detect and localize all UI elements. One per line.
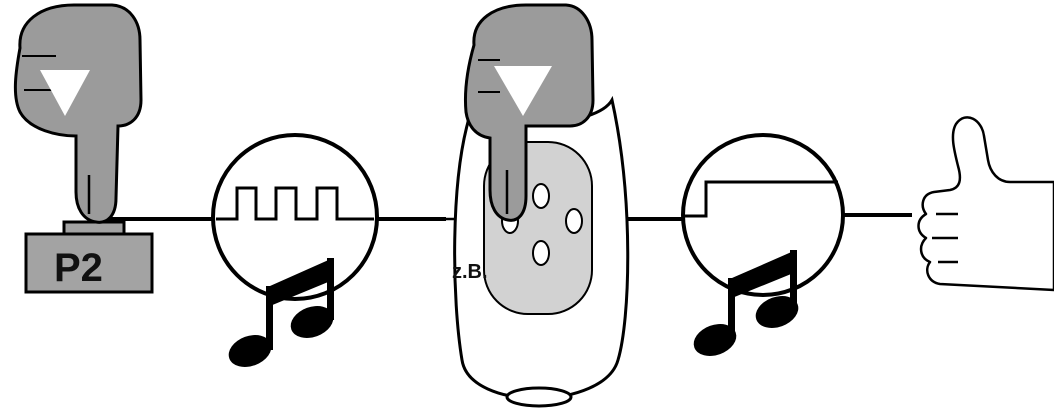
thumbs-up-icon xyxy=(919,117,1054,290)
hand-pointing-down-icon xyxy=(15,5,141,222)
example-label: z.B. xyxy=(452,262,488,282)
pulsed-beep-signal-icon xyxy=(213,135,377,299)
remote-control-icon xyxy=(455,100,628,406)
p2-button-label: P2 xyxy=(54,248,103,288)
